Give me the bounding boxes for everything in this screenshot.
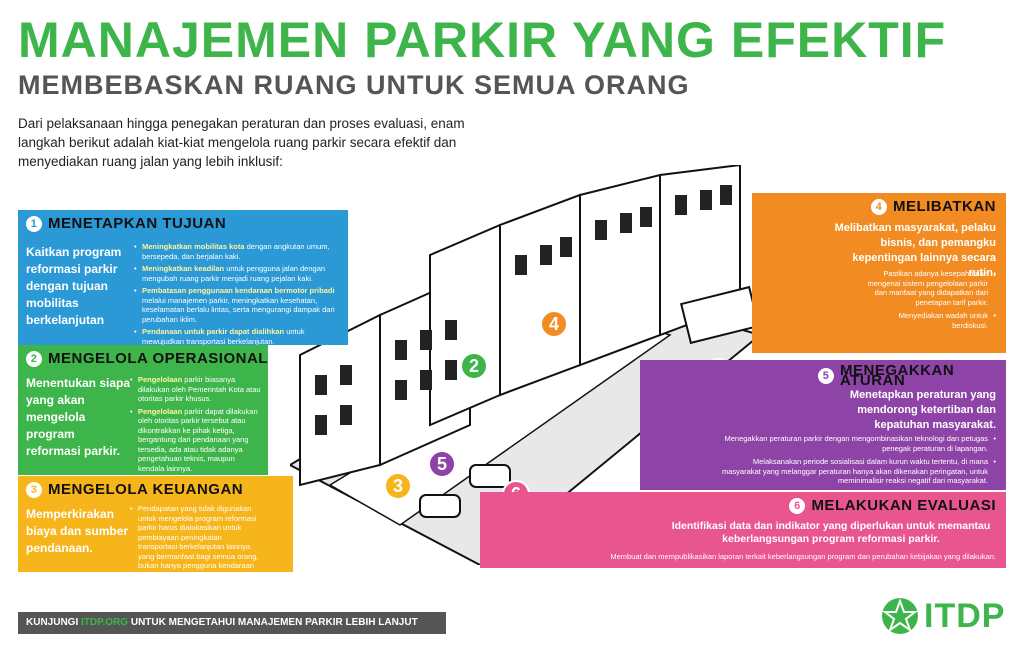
logo-text: ITDP [924,596,1006,635]
step-lead: Kaitkan program reformasi parkir dengan … [26,245,122,327]
footer-banner: KUNJUNGI ITDP.ORG UNTUK MENGETAHUI MANAJ… [18,612,446,634]
list-item: Menegakkan peraturan parkir dengan mengo… [721,434,996,453]
step-4-panel: 4 MELIBATKAN Melibatkan masyarakat, pela… [752,193,1006,353]
list-item: Pendapatan yang tidak digunakan untuk me… [130,504,260,580]
step-bullets: Meningkatkan mobilitas kota dengan angku… [134,242,339,349]
step-number: 4 [870,199,887,215]
step-title: MELIBATKAN [892,198,996,215]
step-title: MENGELOLA OPERASIONAL [48,350,268,367]
page-subtitle: MEMBEBASKAN RUANG UNTUK SEMUA ORANG [18,70,690,100]
step-number: 6 [789,498,806,514]
page-title: MANAJEMEN PARKIR YANG EFEKTIF [18,12,947,68]
step-3-marker: 3 [384,472,412,500]
itdp-link[interactable]: ITDP.ORG [81,617,129,628]
itdp-logo: ITDP [880,596,1005,636]
step-bullet: Membuat dan mempublikasikan laporan terk… [610,552,996,561]
step-lead: Identifikasi data dan indikator yang dip… [671,520,991,545]
step-3-panel: 3 MENGELOLA KEUANGAN Memperkirakan biaya… [18,476,293,580]
step-lead: Menetapkan peraturan yang mendorong kete… [849,389,996,431]
itdp-star-logo-icon [882,598,918,634]
step-lead: Menentukan siapa yang akan mengelola pro… [26,376,131,458]
step-4-marker: 4 [540,310,568,338]
step-bullets: Pengelolaan parkir biasanya dilakukan ol… [130,375,262,476]
list-item: Melaksanakan periode sosialisasi dalam k… [721,457,996,486]
list-item: Pembatasan penggunaan kendaraan bermotor… [134,286,339,324]
step-number: 1 [26,216,42,232]
step-5-panel: 5 MENEGAKKAN ATURAN Menetapkan peraturan… [640,360,1006,490]
intro-text: Dari pelaksanaan hingga penegakan peratu… [18,116,465,169]
list-item: Menyediakan wadah untuk berdiskusi. [866,311,996,330]
list-item: Meningkatkan keadilan untuk pengguna jal… [134,264,339,283]
step-5-marker: 5 [428,450,456,478]
step-title: MENEGAKKAN ATURAN [840,362,955,389]
step-number: 2 [26,351,42,367]
step-title: MENGELOLA KEUANGAN [48,481,244,498]
list-item: Pendanaan untuk parkir dapat dialihkan u… [134,327,339,346]
step-2-marker: 2 [460,352,488,380]
step-bullets: Menegakkan peraturan parkir dengan mengo… [721,434,996,490]
step-title: MENETAPKAN TUJUAN [48,215,227,232]
step-bullets: Pastikan adanya kesepahaman mengenai sis… [866,269,996,334]
list-item: Meningkatkan mobilitas kota dengan angku… [134,242,339,261]
step-number: 5 [818,368,834,384]
step-bullets: Pendapatan yang tidak digunakan untuk me… [130,504,260,583]
step-2-panel: 2 MENGELOLA OPERASIONAL Menentukan siapa… [18,345,268,475]
step-1-panel: 1 MENETAPKAN TUJUAN Kaitkan program refo… [18,210,348,346]
step-6-panel: 6 MELAKUKAN EVALUASI Identifikasi data d… [480,492,1006,568]
step-lead: Memperkirakan biaya dan sumber pendanaan… [26,507,129,555]
step-title: MELAKUKAN EVALUASI [811,497,996,514]
list-item: Pastikan adanya kesepahaman mengenai sis… [866,269,996,307]
list-item: Pengelolaan parkir biasanya dilakukan ol… [130,375,262,404]
step-number: 3 [26,482,42,498]
list-item: Pengelolaan parkir dapat dilakukan oleh … [130,407,262,474]
